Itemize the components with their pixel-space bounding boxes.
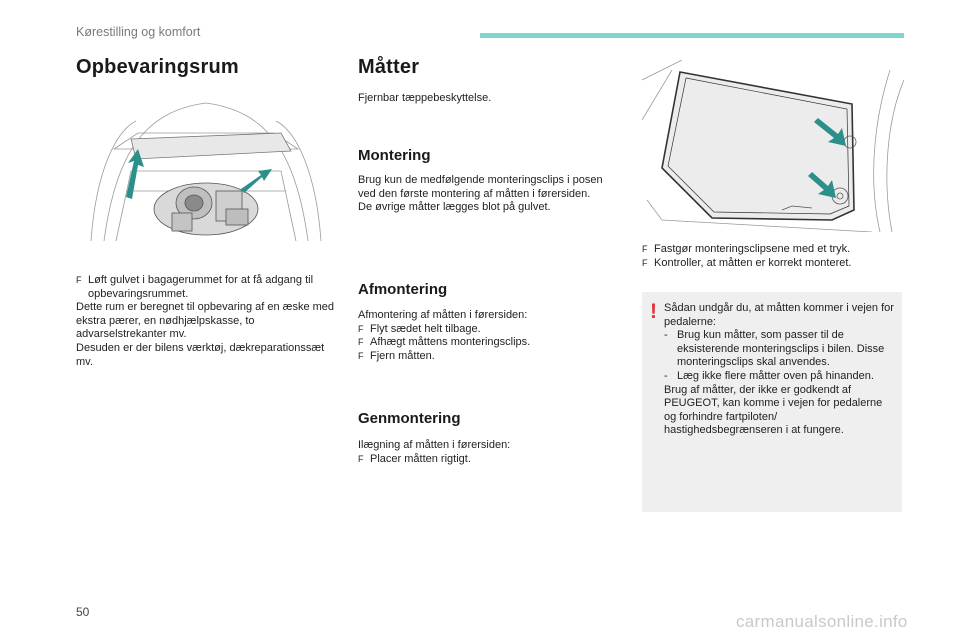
floor-mat-drawing [642,60,904,232]
storage-text-2: Desuden er der bilens værktøj, dækrepara… [76,341,325,368]
dash-icon: - [664,329,668,342]
bullet-icon: F [76,275,82,285]
refit-title: Genmontering [358,410,461,427]
bullet-icon: F [358,323,364,334]
mounting-title: Montering [358,147,431,164]
bullet-icon: F [358,337,364,348]
section-header: Kørestilling og komfort [76,25,201,39]
watermark: carmanualsonline.info [736,612,908,631]
storage-title: Opbevaringsrum [76,56,239,78]
mounting-text-1: Brug kun de medfølgende monteringsclips … [358,174,603,200]
bullet-icon: F [642,257,648,268]
warning-item-1: Brug kun måtter, som passer til de eksis… [677,329,885,369]
warning-box: ! Sådan undgår du, at måtten kommer i ve… [642,292,902,512]
mounting-text-2: De øvrige måtter lægges blot på gulvet. [358,201,551,214]
dash-icon: - [664,369,668,382]
trunk-storage-drawing [76,91,336,246]
removal-step-3: Fjern måtten. [370,349,435,362]
warning-outro: Brug af måtter, der ikke er godkendt af … [664,383,883,437]
bullet-icon: F [642,244,648,254]
trunk-storage-illustration [76,91,336,246]
storage-bullet: Løft gulvet i bagagerummet for at få adg… [88,274,314,300]
header-accent-bar [480,33,904,38]
warning-item-2: Læg ikke flere måtter oven på hinanden. [677,369,874,382]
fix-step-1: Fastgør monteringsclipsene med et tryk. [654,243,851,255]
page-number: 50 [76,605,90,619]
mats-intro: Fjernbar tæppebeskyttelse. [358,92,492,104]
bullet-icon: F [358,350,364,361]
removal-title: Afmontering [358,281,448,298]
mats-title: Måtter [358,56,420,78]
storage-text-1: Dette rum er beregnet til opbevaring af … [76,301,335,341]
removal-step-1: Flyt sædet helt tilbage. [370,322,481,335]
refit-step-1: Placer måtten rigtigt. [370,452,471,465]
removal-intro: Afmontering af måtten i førersiden: [358,309,528,321]
warning-intro: Sådan undgår du, at måtten kommer i veje… [664,302,894,328]
refit-intro: Ilægning af måtten i førersiden: [358,439,511,451]
warning-icon: ! [650,300,657,323]
fix-step-2: Kontroller, at måtten er korrekt montere… [654,256,852,269]
floor-mat-illustration [642,60,904,232]
bullet-icon: F [358,453,364,464]
removal-step-2: Afhægt måttens monteringsclips. [370,336,531,349]
